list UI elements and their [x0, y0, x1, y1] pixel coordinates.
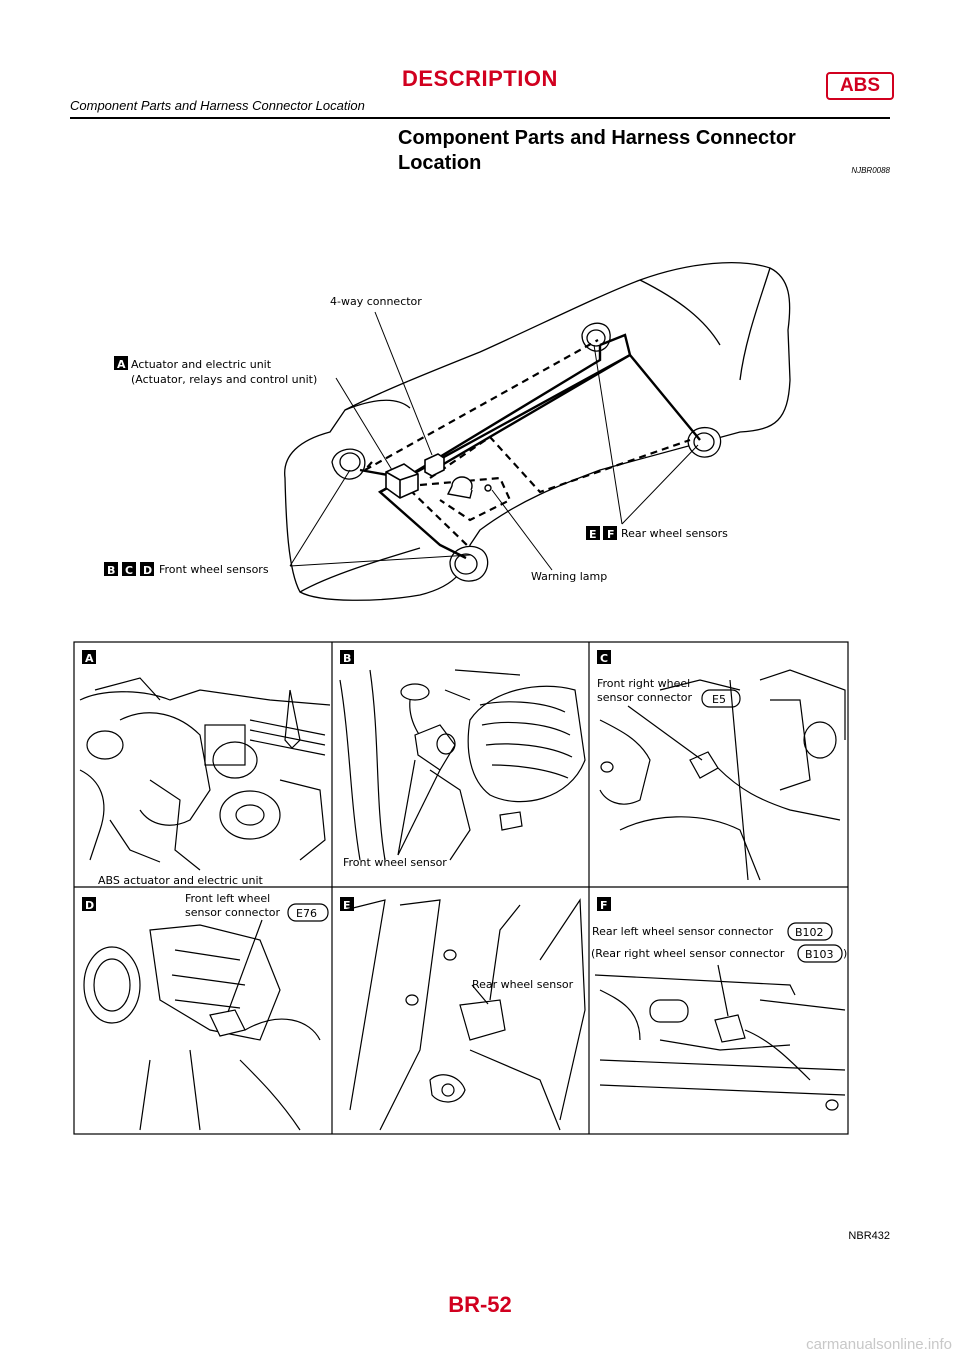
- panel-b-caption: Front wheel sensor: [343, 856, 447, 869]
- svg-text:F: F: [607, 528, 615, 541]
- panel-c-caption-line1: Front right wheel: [597, 677, 690, 690]
- svg-text:E76: E76: [296, 907, 317, 920]
- panel-a-caption: ABS actuator and electric unit: [98, 874, 263, 887]
- panel-f-line2: (Rear right wheel sensor connector: [591, 947, 785, 960]
- panel-f-line2-close: ): [843, 947, 847, 960]
- overview-labels: 4-way connector A Actuator and electric …: [104, 295, 728, 583]
- panel-f-letter: F: [600, 899, 608, 912]
- front-left-wheel: [331, 448, 366, 480]
- panel-d: D Front left wheel sensor connector E76: [82, 892, 329, 1131]
- panel-f: F Rear left wheel sensor connector B102 …: [591, 897, 847, 1111]
- marker-actuator: A: [114, 356, 128, 371]
- label-rear-wheel-sensors: Rear wheel sensors: [621, 527, 728, 540]
- svg-text:B103: B103: [805, 948, 834, 961]
- panel-f-illustration: [594, 964, 846, 1111]
- panel-d-caption-line2: sensor connector: [185, 906, 281, 919]
- harness-dashed: [364, 339, 691, 549]
- page-header-title: DESCRIPTION: [402, 66, 558, 91]
- label-four-way-connector: 4-way connector: [330, 295, 422, 308]
- label-warning-lamp: Warning lamp: [531, 570, 607, 583]
- panel-e-caption: Rear wheel sensor: [472, 978, 574, 991]
- panel-c: C Front right wheel sensor connector E5: [597, 650, 846, 881]
- header-divider: [70, 117, 890, 119]
- panel-b-illustration: [339, 669, 586, 861]
- panel-b: B Front wheel sensor: [339, 650, 586, 869]
- panel-c-caption-line2: sensor connector: [597, 691, 693, 704]
- section-heading: Component Parts and Harness Connector Lo…: [398, 127, 796, 174]
- actuator-unit-icon: [385, 453, 445, 499]
- svg-text:D: D: [143, 564, 152, 577]
- panel-d-letter: D: [85, 899, 94, 912]
- panel-e: E Rear wheel sensor: [340, 897, 586, 1131]
- panel-b-letter: B: [343, 652, 351, 665]
- panel-a: A ABS actuator and electric unit: [79, 650, 331, 887]
- svg-text:B102: B102: [795, 926, 824, 939]
- marker-letter: A: [117, 358, 126, 371]
- marker-rear: E F: [586, 526, 617, 541]
- warning-lamp-icon: [446, 476, 492, 499]
- abs-badge: ABS: [826, 72, 894, 100]
- label-front-wheel-sensors: Front wheel sensors: [159, 563, 269, 576]
- watermark: carmanualsonline.info: [806, 1336, 952, 1353]
- panel-a-letter: A: [85, 652, 94, 665]
- panel-e-illustration: [344, 898, 586, 1131]
- panel-e-letter: E: [343, 899, 351, 912]
- svg-text:E: E: [589, 528, 597, 541]
- connector-badge-b102: B102: [787, 922, 833, 941]
- page-header-subtitle: Component Parts and Harness Connector Lo…: [70, 98, 365, 113]
- svg-text:C: C: [125, 564, 133, 577]
- section-code: NJBR0088: [851, 166, 890, 175]
- vehicle-overview-diagram: [284, 262, 791, 601]
- panel-f-line1: Rear left wheel sensor connector: [592, 925, 774, 938]
- panel-d-illustration: [83, 919, 321, 1131]
- detail-panel-grid: [73, 641, 849, 1135]
- marker-front: B C D: [104, 562, 154, 577]
- label-actuator-line2: (Actuator, relays and control unit): [131, 373, 317, 386]
- car-body-outline: [284, 262, 791, 601]
- panel-c-illustration: [599, 669, 846, 881]
- panel-d-caption-line1: Front left wheel: [185, 892, 270, 905]
- svg-text:B: B: [107, 564, 115, 577]
- page-number: BR-52: [448, 1292, 512, 1317]
- svg-text:E5: E5: [712, 693, 726, 706]
- connector-badge-e76: E76: [287, 903, 329, 922]
- harness-solid: [359, 333, 701, 560]
- figure-code: NBR432: [848, 1230, 890, 1242]
- panel-a-illustration: [79, 677, 331, 871]
- label-actuator-line1: Actuator and electric unit: [131, 358, 272, 371]
- panel-c-letter: C: [600, 652, 608, 665]
- connector-badge-e5: E5: [701, 689, 741, 708]
- leader-lines: [289, 311, 699, 571]
- connector-badge-b103: B103: [797, 944, 843, 963]
